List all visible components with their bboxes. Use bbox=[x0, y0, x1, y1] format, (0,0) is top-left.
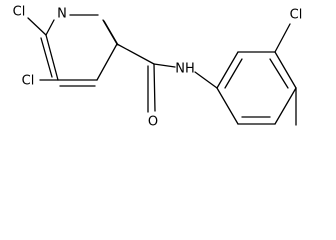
atom-label-cl-bottom: Cl bbox=[22, 74, 35, 89]
bond-carbonyl-o bbox=[153, 63, 156, 112]
bond bbox=[216, 51, 239, 89]
bond bbox=[274, 51, 297, 89]
atom-label-n-ring: N bbox=[57, 7, 67, 22]
atom-label-o-carbonyl: O bbox=[148, 115, 158, 130]
bond bbox=[274, 87, 297, 125]
bond-c-cl-top bbox=[27, 17, 47, 36]
bond-c-cl-right bbox=[274, 23, 291, 53]
bond bbox=[216, 87, 239, 125]
bond bbox=[96, 43, 118, 81]
structure-diagram: Cl N Cl NH O Cl bbox=[13, 5, 303, 130]
bond-carbonyl-n bbox=[153, 63, 176, 68]
bond bbox=[103, 20, 119, 46]
bond-ring-carbonyl bbox=[116, 43, 155, 65]
bond bbox=[224, 58, 243, 89]
bond bbox=[45, 34, 59, 81]
atom-label-cl-top: Cl bbox=[13, 5, 26, 20]
pyridine-ring bbox=[40, 14, 119, 87]
atom-label-nh-amide: NH bbox=[175, 62, 195, 77]
bond bbox=[40, 37, 53, 78]
benzene-ring bbox=[216, 51, 297, 125]
bond bbox=[45, 19, 55, 36]
bond-n-aryl bbox=[194, 71, 218, 89]
atom-label-cl-right: Cl bbox=[290, 8, 303, 23]
bond bbox=[269, 58, 289, 89]
